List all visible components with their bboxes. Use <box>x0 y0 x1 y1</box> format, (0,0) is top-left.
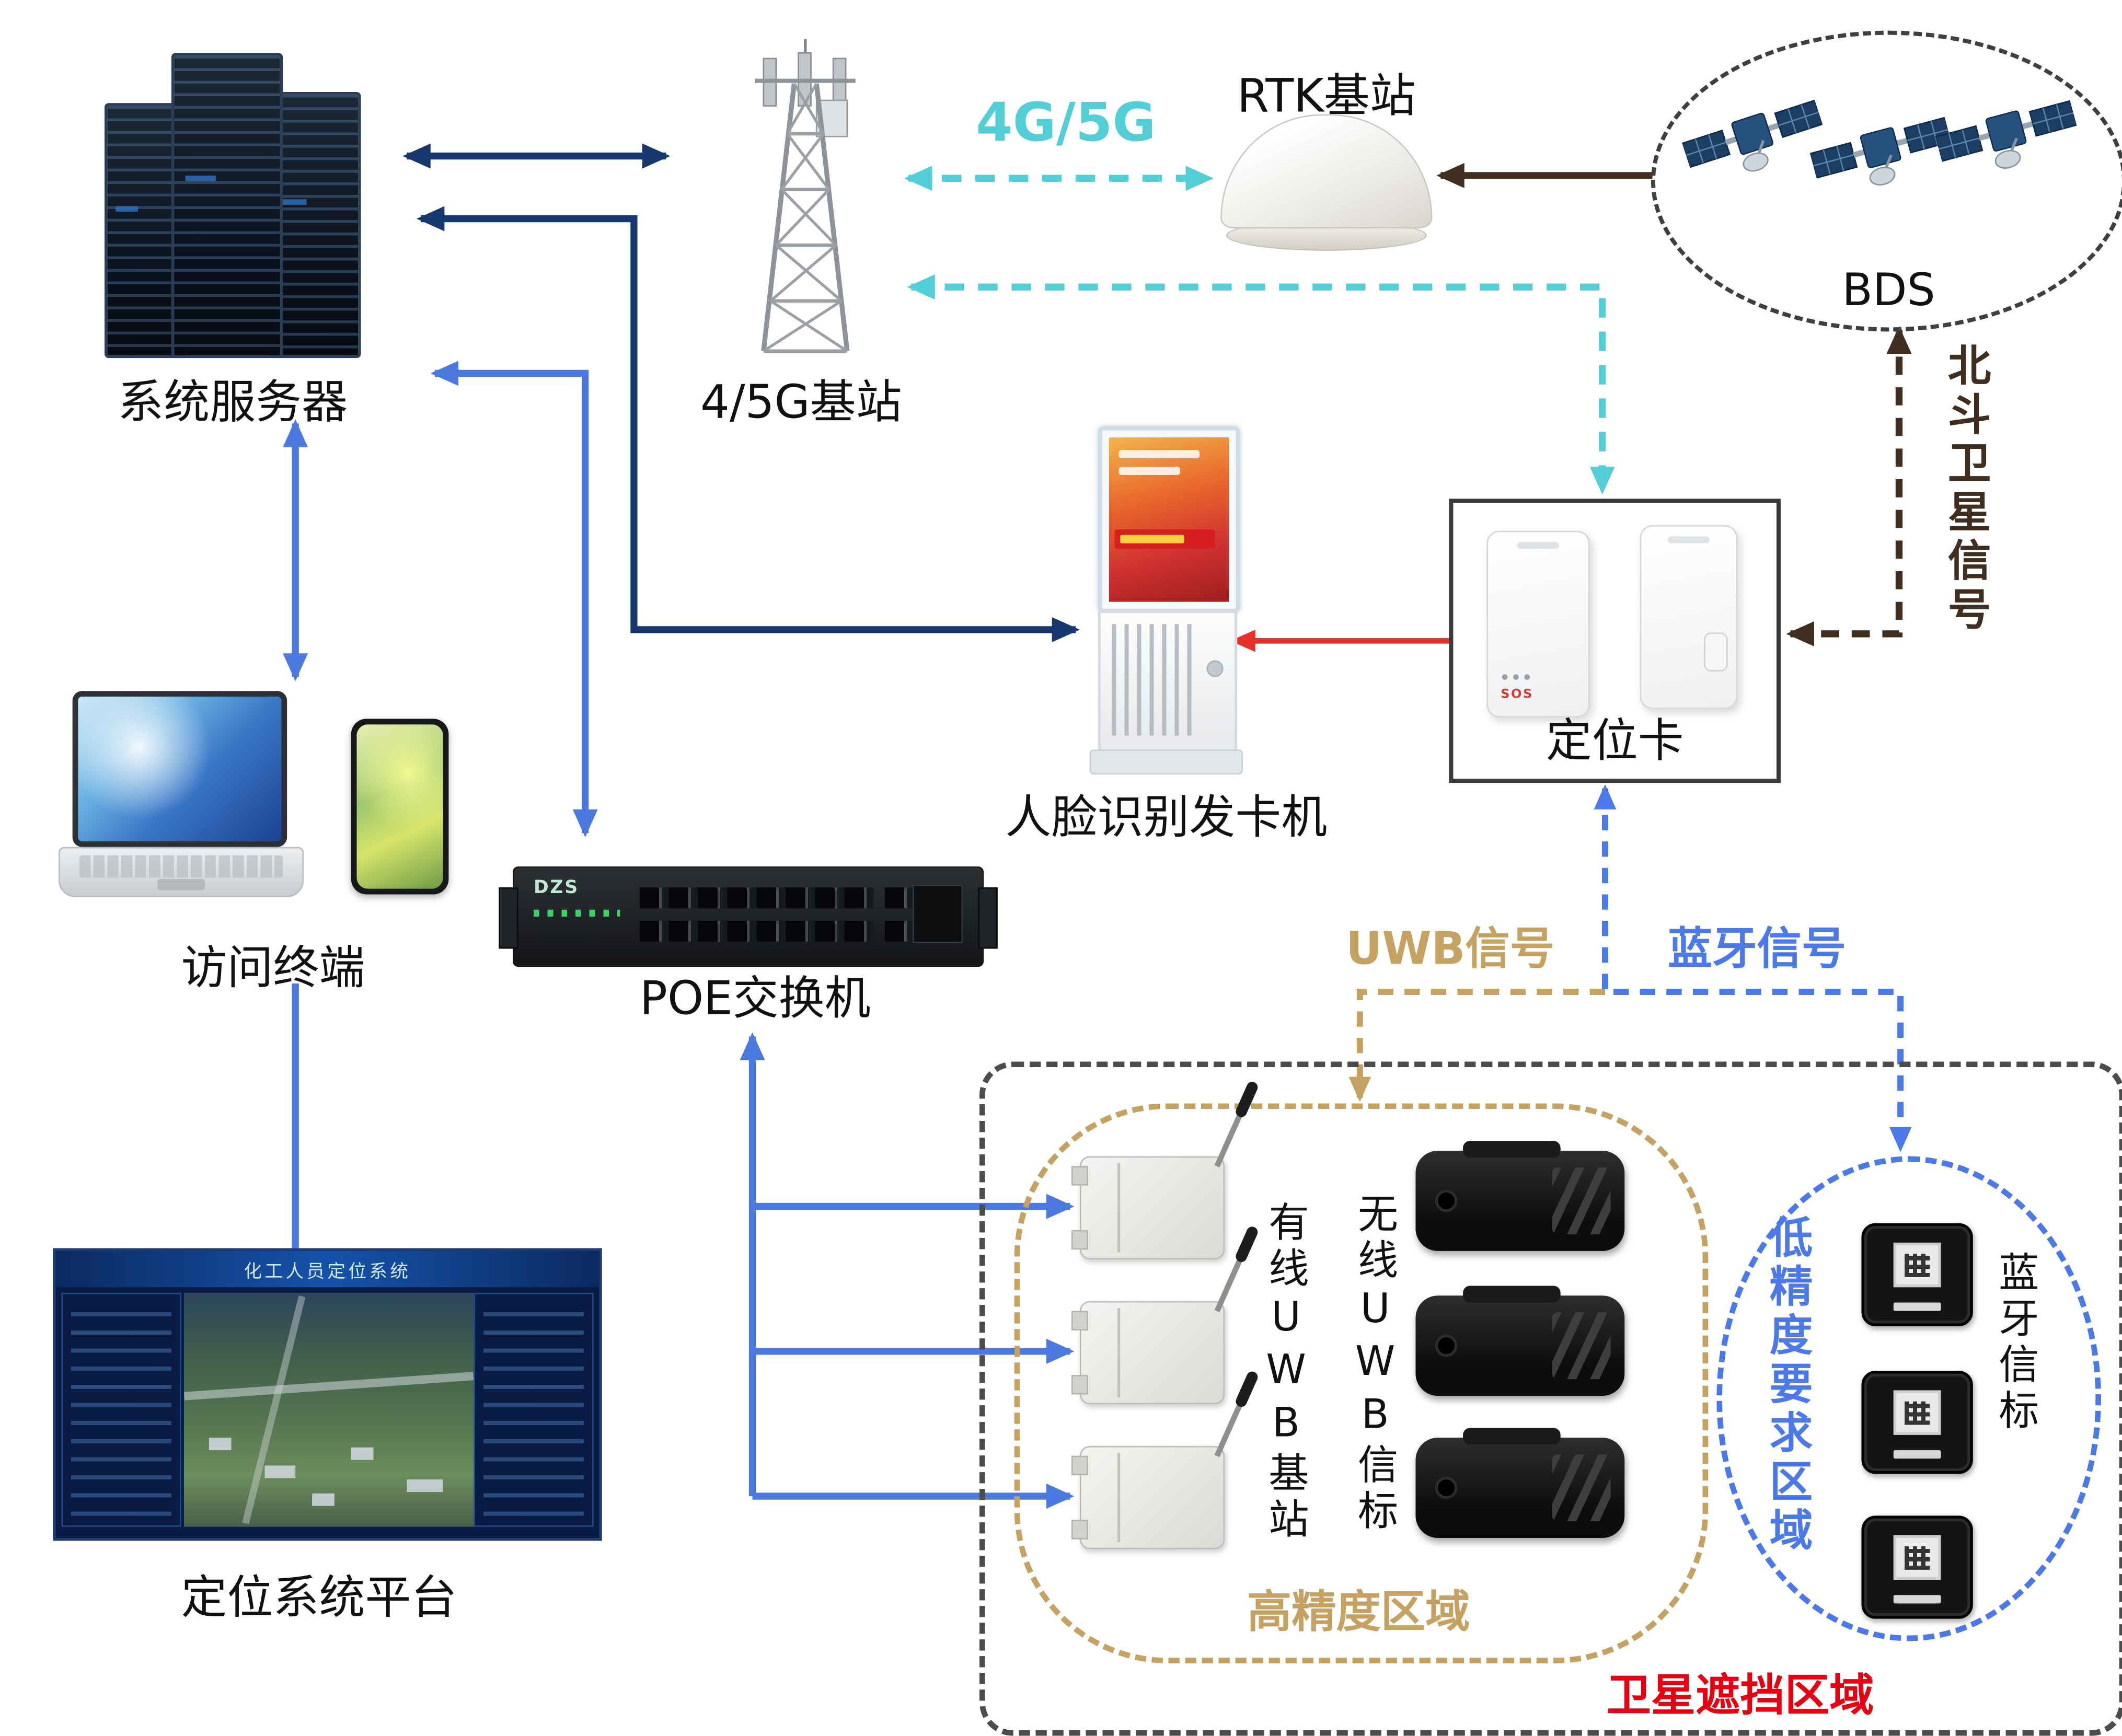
link-server-poe <box>430 361 598 838</box>
positioning-tag-box: SOS 定位卡 <box>1449 499 1781 783</box>
tag-box-label: 定位卡 <box>1546 713 1684 768</box>
low-precision-label: 低精度要求区域 <box>1761 1214 1812 1556</box>
kiosk-label: 人脸识别发卡机 <box>1005 790 1328 844</box>
wired-uwb-station-2 <box>1071 1256 1243 1405</box>
laptop-screen <box>72 691 287 847</box>
4g5g-signal-label: 4G/5G <box>976 91 1156 154</box>
link-tower-tagbox <box>907 274 1615 495</box>
high-precision-region <box>1014 1103 1709 1663</box>
wired-uwb-station-1 <box>1071 1112 1243 1259</box>
poe-ports-row-top <box>639 887 874 909</box>
wireless-uwb-label: 无线UWB信标 <box>1351 1192 1399 1535</box>
poe-leds <box>534 909 620 917</box>
bds-region: BDS <box>1651 30 2122 332</box>
kiosk-image <box>1089 426 1251 778</box>
platform-screenshot: 化工人员定位系统 <box>53 1248 602 1541</box>
terminal-label: 访问终端 <box>181 940 365 995</box>
qr-label <box>1893 1242 1941 1288</box>
wireless-uwb-beacon-2 <box>1415 1286 1625 1396</box>
wireless-uwb-beacon-3 <box>1415 1428 1625 1538</box>
wireless-uwb-beacon-1 <box>1415 1141 1625 1251</box>
rtk-station-image <box>1220 114 1433 251</box>
platform-right-panel <box>474 1292 594 1527</box>
beidou-signal-label: 北斗卫星信号 <box>1939 342 1990 635</box>
satellite-icon <box>1681 99 1824 172</box>
high-precision-label: 高精度区域 <box>1247 1585 1470 1638</box>
satellite-blocked-label: 卫星遮挡区域 <box>1606 1669 1874 1722</box>
kiosk-body <box>1098 610 1238 753</box>
bt-beacon-2 <box>1861 1371 1973 1474</box>
server-tower-center <box>171 53 283 358</box>
bt-beacon-1 <box>1861 1223 1973 1326</box>
cell-tower-image <box>755 39 856 353</box>
bds-label: BDS <box>1842 263 1935 317</box>
kiosk-screen <box>1109 437 1229 602</box>
qr-label <box>1893 1390 1941 1435</box>
server-rack-image <box>104 53 361 358</box>
sos-text: SOS <box>1501 688 1534 702</box>
poe-logo: DZS <box>534 877 579 899</box>
poe-label: POE交换机 <box>639 971 871 1026</box>
link-bds-tagbox-beidou <box>1786 326 1912 646</box>
bt-beacon-label: 蓝牙信标 <box>1992 1251 2040 1435</box>
bt-signal-label: 蓝牙信号 <box>1667 922 1847 976</box>
platform-left-panel <box>61 1292 181 1527</box>
kiosk-screen-frame <box>1098 426 1240 613</box>
server-label: 系统服务器 <box>118 375 348 430</box>
poe-switch-image: DZS <box>499 866 998 967</box>
laptop-image <box>58 691 304 900</box>
qr-label <box>1893 1535 1941 1580</box>
wired-uwb-label: 有线UWB基站 <box>1262 1200 1310 1544</box>
low-precision-region <box>1716 1156 2102 1641</box>
rtk-label: RTK基站 <box>1237 68 1416 123</box>
kiosk-base <box>1089 749 1243 775</box>
positioning-tag-card-1: SOS <box>1486 530 1590 717</box>
bt-beacon-3 <box>1861 1515 1973 1619</box>
laptop-keyboard <box>58 847 304 897</box>
phone-image <box>351 719 449 895</box>
tower-label: 4/5G基站 <box>700 375 902 430</box>
platform-label: 定位系统平台 <box>181 1570 457 1625</box>
satellite-blocked-region <box>979 1061 2122 1736</box>
rtk-dome <box>1220 114 1433 229</box>
poe-power-socket <box>913 884 963 943</box>
satellite-icon <box>1934 100 2078 169</box>
wired-uwb-station-3 <box>1071 1401 1243 1549</box>
poe-ports-row-bottom <box>639 921 874 942</box>
platform-screen-title: 化工人员定位系统 <box>244 1262 411 1283</box>
positioning-tag-card-2 <box>1640 525 1738 709</box>
platform-map-area <box>183 1292 474 1527</box>
uwb-signal-label: UWB信号 <box>1346 922 1555 976</box>
satellite-icon <box>1809 117 1952 186</box>
